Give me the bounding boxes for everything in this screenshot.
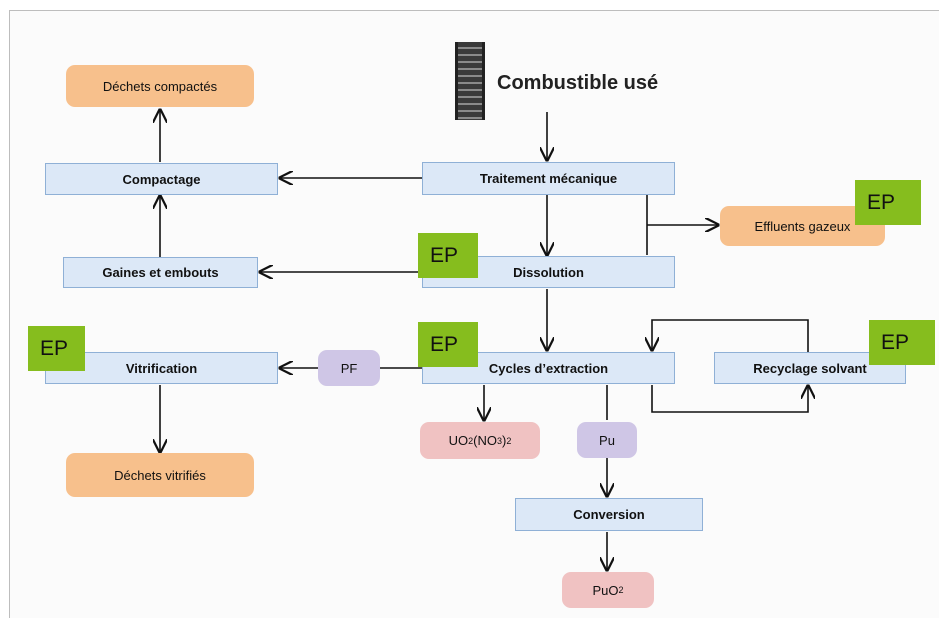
ep-label-cycles: EP xyxy=(418,322,478,367)
ep-label-vitrification: EP xyxy=(28,326,85,371)
node-pf: PF xyxy=(318,350,380,386)
page-title: Combustible usé xyxy=(497,72,659,94)
node-compactage: Compactage xyxy=(45,163,278,195)
node-gaines-et-embouts: Gaines et embouts xyxy=(63,257,258,288)
node-conversion: Conversion xyxy=(515,498,703,531)
ep-label-recyclage: EP xyxy=(869,320,935,365)
ep-label-dissolution: EP xyxy=(418,233,478,278)
node-dechets-compactes: Déchets compactés xyxy=(66,65,254,107)
node-pu: Pu xyxy=(577,422,637,458)
arrow-cycles-to-recyclage xyxy=(651,385,808,413)
ep-label-effluents: EP xyxy=(855,180,921,225)
arrow-recyclage-to-cycles xyxy=(652,319,809,352)
node-dechets-vitrifies: Déchets vitrifiés xyxy=(66,453,254,497)
fuel-assembly-icon xyxy=(455,42,485,120)
node-traitement-mecanique: Traitement mécanique xyxy=(422,162,675,195)
